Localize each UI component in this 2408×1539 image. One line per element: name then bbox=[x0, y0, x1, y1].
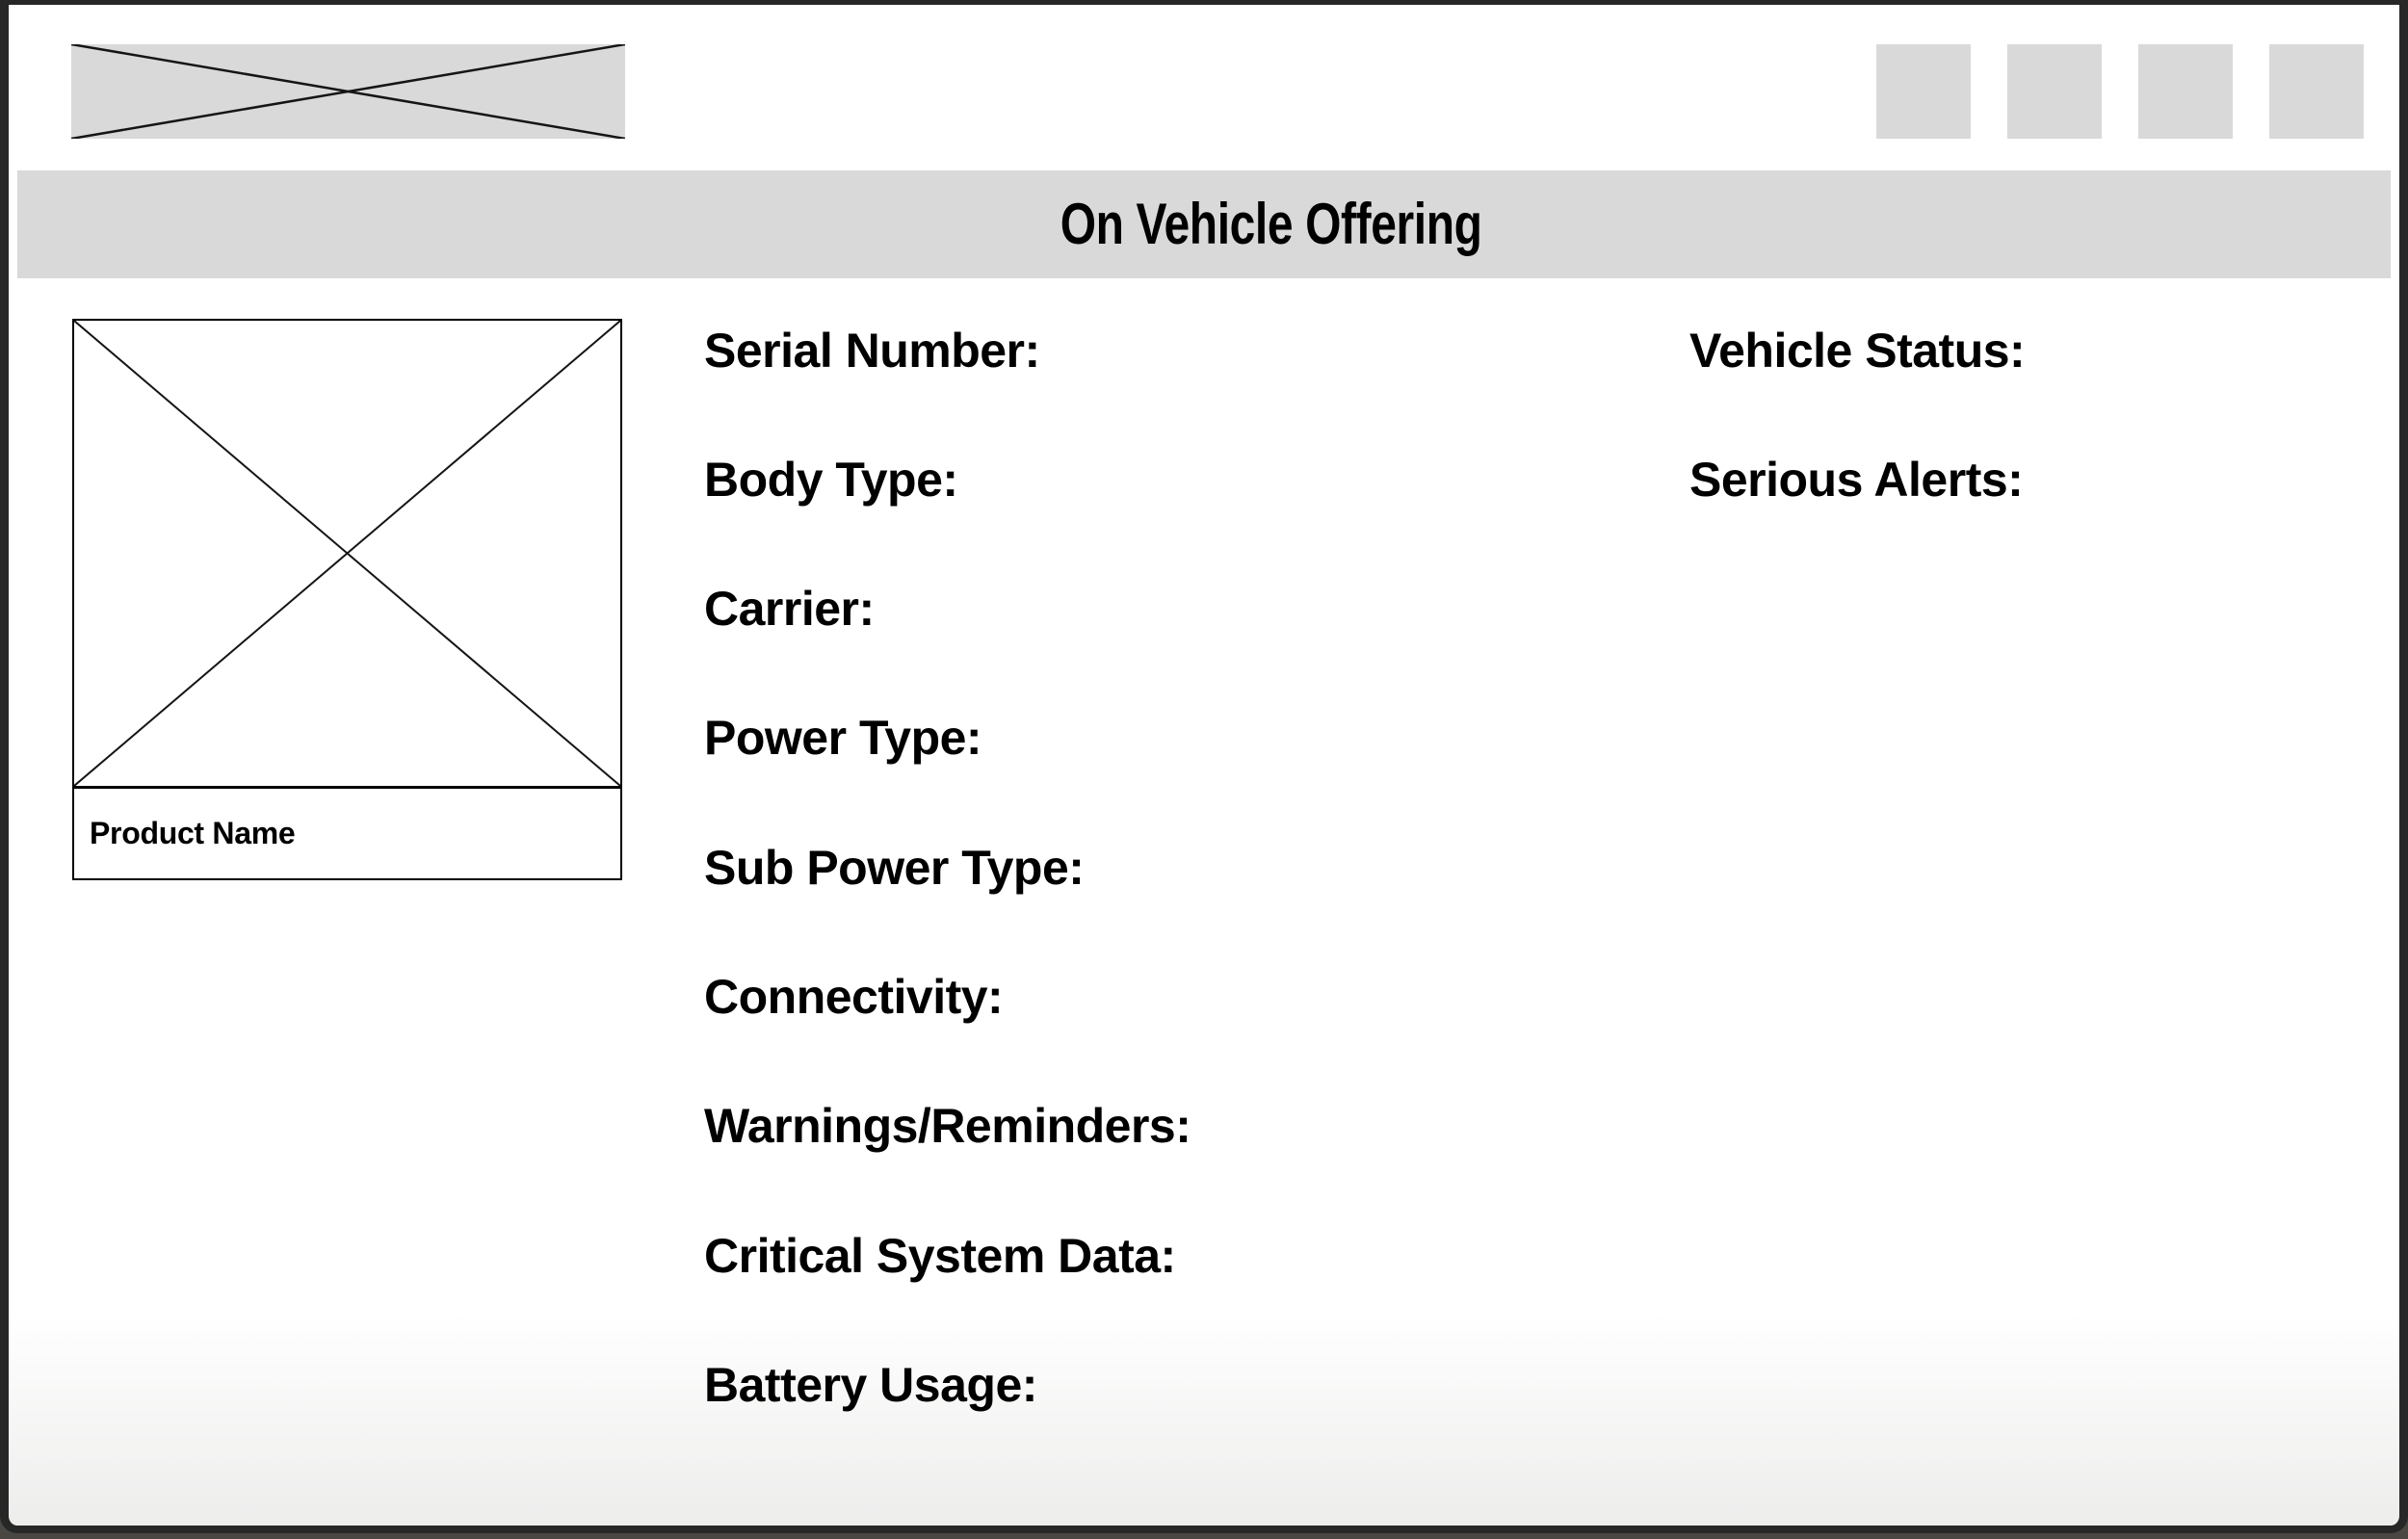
topbar-button-placeholder-4[interactable] bbox=[2269, 44, 2364, 139]
field-label-serious-alerts: Serious Alerts: bbox=[1689, 453, 2024, 507]
field-label-battery-usage: Battery Usage: bbox=[704, 1358, 1037, 1412]
product-name-label: Product Name bbox=[90, 816, 296, 850]
field-label-body-type: Body Type: bbox=[704, 453, 958, 507]
topbar-button-placeholder-3[interactable] bbox=[2138, 44, 2233, 139]
product-image-placeholder bbox=[74, 321, 620, 789]
page-header: On Vehicle Offering bbox=[17, 170, 2391, 278]
field-label-vehicle-status: Vehicle Status: bbox=[1689, 324, 2026, 378]
field-label-warnings-reminders: Warnings/Reminders: bbox=[704, 1099, 1191, 1153]
desktop-edge bbox=[0, 1533, 2408, 1539]
topbar-button-placeholder-2[interactable] bbox=[2007, 44, 2102, 139]
product-card: Product Name bbox=[72, 319, 622, 880]
topbar-button-placeholder-1[interactable] bbox=[1876, 44, 1971, 139]
field-label-critical-system-data: Critical System Data: bbox=[704, 1229, 1176, 1283]
field-label-serial-number: Serial Number: bbox=[704, 324, 1040, 378]
page-title: On Vehicle Offering bbox=[1060, 192, 1482, 256]
logo-image-placeholder bbox=[71, 44, 625, 139]
field-label-power-type: Power Type: bbox=[704, 711, 982, 765]
field-label-connectivity: Connectivity: bbox=[704, 970, 1004, 1024]
field-label-sub-power-type: Sub Power Type: bbox=[704, 841, 1085, 895]
field-label-carrier: Carrier: bbox=[704, 582, 875, 636]
